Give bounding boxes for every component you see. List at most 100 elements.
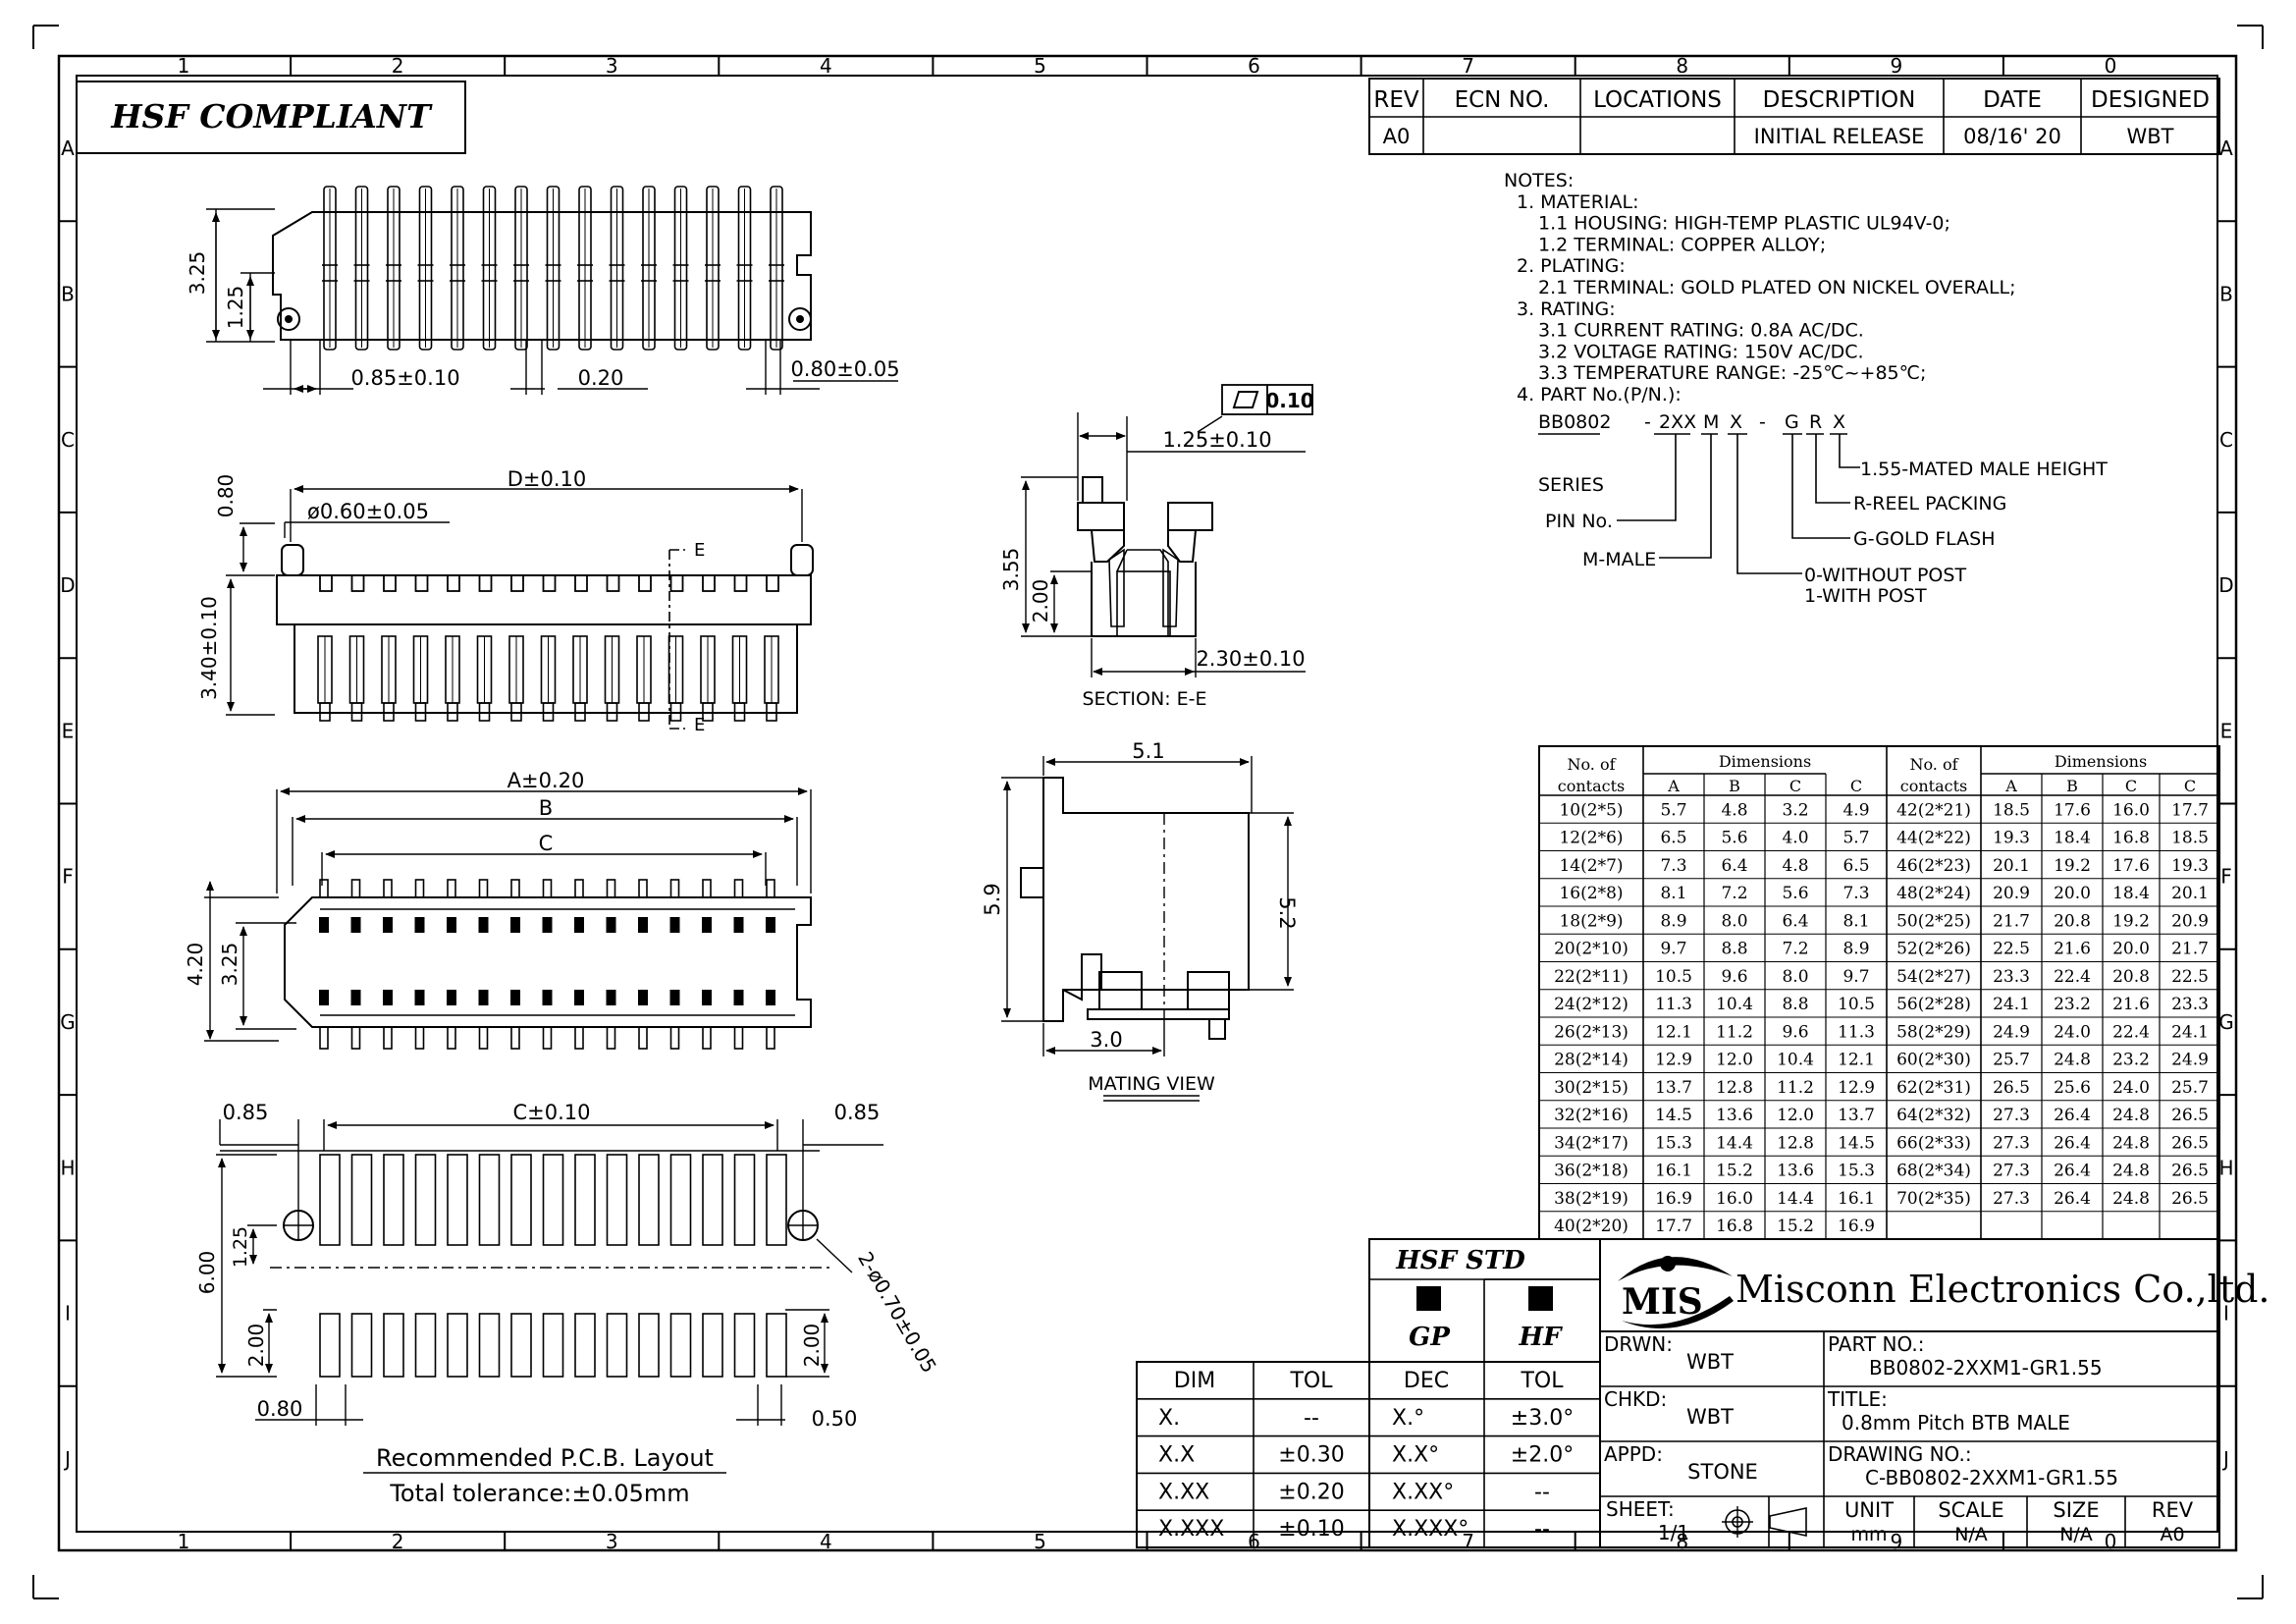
dt-right-r3-c2: 20.0 bbox=[2054, 884, 2091, 903]
dt-right-r0-c1: 18.5 bbox=[1993, 800, 2030, 820]
dt-right-r10-c3: 24.0 bbox=[2112, 1078, 2150, 1098]
dim-pcb-200-right: 2.00 bbox=[800, 1324, 824, 1368]
dt-left-r3-c1: 8.1 bbox=[1660, 884, 1686, 903]
size-label: SIZE bbox=[2053, 1498, 2099, 1522]
note-line-0: NOTES: bbox=[1504, 170, 1574, 191]
pn-with-post: 1-WITH POST bbox=[1804, 585, 1927, 607]
dt-left-r14-c3: 14.4 bbox=[1777, 1189, 1814, 1209]
dt-left-r2-c4: 6.5 bbox=[1842, 856, 1869, 876]
dim-top-080: 0.80±0.05 bbox=[790, 357, 899, 381]
tol-angle-1: ±2.0° bbox=[1511, 1443, 1574, 1468]
dim-bot-325: 3.25 bbox=[218, 943, 241, 987]
dt-left-r11-c3: 12.0 bbox=[1777, 1106, 1814, 1125]
dt-left-r9-c4: 12.1 bbox=[1838, 1051, 1875, 1070]
dt-right-r5-c4: 21.7 bbox=[2171, 940, 2209, 959]
dt-head-contacts-1b: contacts bbox=[1900, 777, 1967, 795]
dim-front-d: D±0.10 bbox=[507, 467, 587, 491]
company-name: Misconn Electronics Co.,ltd. bbox=[1735, 1268, 2270, 1311]
dt-right-r0-c2: 17.6 bbox=[2054, 800, 2091, 820]
dt-left-r6-c0: 22(2*11) bbox=[1554, 967, 1629, 987]
section-mark-bottom: E bbox=[694, 715, 705, 735]
zone-row-right-2: C bbox=[2219, 428, 2233, 452]
dt-right-r7-c4: 23.3 bbox=[2171, 995, 2209, 1014]
drawing-frame bbox=[32, 25, 2264, 1599]
projection-symbol-icon bbox=[1722, 1506, 1807, 1538]
dt-head-dimensions-right: Dimensions bbox=[2055, 752, 2147, 771]
dim-bot-c: C bbox=[539, 832, 554, 855]
drawing-no-label: DRAWING NO.: bbox=[1828, 1442, 1972, 1466]
dt-right-r1-c3: 16.8 bbox=[2112, 829, 2150, 848]
pn-reel-packing: R-REEL PACKING bbox=[1853, 493, 2006, 514]
zone-row-right-8: I bbox=[2223, 1302, 2229, 1326]
section-mark-top: E bbox=[694, 540, 705, 561]
hsf-hf: HF bbox=[1518, 1323, 1563, 1352]
dt-left-r11-c1: 14.5 bbox=[1655, 1106, 1692, 1125]
dt-right-r9-c1: 25.7 bbox=[1993, 1051, 2030, 1070]
note-line-6: 3. RATING: bbox=[1517, 298, 1616, 320]
zone-row-left-0: A bbox=[61, 136, 75, 160]
dt-left-r12-c1: 15.3 bbox=[1655, 1133, 1692, 1153]
tol-dim-3: X.XXX bbox=[1158, 1517, 1224, 1542]
hsf-std-title: HSF STD bbox=[1395, 1246, 1525, 1275]
dt-right-r3-c0: 48(2*24) bbox=[1896, 884, 1971, 903]
rev-header-3: DESCRIPTION bbox=[1763, 87, 1916, 113]
zone-row-right-3: D bbox=[2218, 573, 2233, 597]
dt-sub-left-B: B bbox=[1729, 777, 1740, 795]
dim-pcb-200-left: 2.00 bbox=[244, 1324, 268, 1368]
dt-right-r13-c0: 68(2*34) bbox=[1896, 1162, 1971, 1181]
note-line-10: 4. PART No.(P/N.): bbox=[1517, 384, 1682, 406]
pn-segment-5: - bbox=[1759, 411, 1766, 433]
tol-val-2: ±0.20 bbox=[1278, 1480, 1344, 1504]
dim-sec-355: 3.55 bbox=[999, 548, 1023, 592]
zone-row-left-2: C bbox=[61, 428, 75, 452]
dim-mv-52: 5.2 bbox=[1275, 896, 1299, 929]
dim-pcb-125: 1.25 bbox=[230, 1226, 251, 1268]
tol-dec-3: X.XXX° bbox=[1392, 1517, 1468, 1542]
mating-view: 5.1 5.9 5.2 3.0 MATING VIEW bbox=[981, 739, 1299, 1102]
dt-right-r11-c0: 64(2*32) bbox=[1896, 1106, 1971, 1125]
tol-angle-3: -- bbox=[1534, 1517, 1550, 1542]
tol-head-dim: DIM bbox=[1174, 1369, 1215, 1393]
dt-left-r1-c1: 6.5 bbox=[1660, 829, 1686, 848]
note-line-9: 3.3 TEMPERATURE RANGE: -25℃~+85℃; bbox=[1538, 362, 1926, 384]
zone-row-right-1: B bbox=[2219, 282, 2233, 305]
zone-row-left-1: B bbox=[61, 282, 75, 305]
drawing-no-value: C-BB0802-2XXM1-GR1.55 bbox=[1865, 1466, 2118, 1489]
dt-left-r13-c3: 13.6 bbox=[1777, 1162, 1814, 1181]
dt-right-r7-c2: 23.2 bbox=[2054, 995, 2091, 1014]
dt-left-r12-c2: 14.4 bbox=[1716, 1133, 1753, 1153]
dt-right-r2-c3: 17.6 bbox=[2112, 856, 2150, 876]
dt-right-r8-c4: 24.1 bbox=[2171, 1022, 2209, 1042]
dt-right-r11-c2: 26.4 bbox=[2054, 1106, 2091, 1125]
dt-right-r11-c4: 26.5 bbox=[2171, 1106, 2209, 1125]
dt-head-contacts-0b: contacts bbox=[1558, 777, 1625, 795]
zone-col-top-3: 4 bbox=[820, 54, 832, 78]
dim-sec-125: 1.25±0.10 bbox=[1162, 428, 1271, 452]
dt-head-contacts-1a: No. of bbox=[1909, 755, 1958, 774]
dt-left-r7-c3: 8.8 bbox=[1782, 995, 1808, 1014]
dt-left-r3-c4: 7.3 bbox=[1842, 884, 1869, 903]
pn-segment-7: R bbox=[1809, 411, 1822, 433]
dt-left-r15-c4: 16.9 bbox=[1838, 1217, 1875, 1236]
dt-sub-right-C2: C bbox=[2184, 777, 2196, 795]
dt-left-r0-c0: 10(2*5) bbox=[1559, 800, 1623, 820]
dt-right-r7-c0: 56(2*28) bbox=[1896, 995, 1971, 1014]
pn-segment-1: - bbox=[1644, 411, 1651, 433]
dt-right-r4-c3: 19.2 bbox=[2112, 911, 2150, 931]
dt-right-r14-c4: 26.5 bbox=[2171, 1189, 2209, 1209]
dt-sub-right-B: B bbox=[2066, 777, 2078, 795]
dt-right-r2-c2: 19.2 bbox=[2054, 856, 2091, 876]
zone-col-bottom-0: 1 bbox=[178, 1530, 190, 1553]
tol-dec-2: X.XX° bbox=[1392, 1480, 1454, 1504]
dt-left-r5-c2: 8.8 bbox=[1721, 940, 1747, 959]
dt-left-r3-c0: 16(2*8) bbox=[1559, 884, 1623, 903]
dt-left-r6-c4: 9.7 bbox=[1842, 967, 1869, 987]
dim-pcb-050: 0.50 bbox=[812, 1407, 858, 1431]
zone-col-top-5: 6 bbox=[1248, 54, 1260, 78]
drwn-value: WBT bbox=[1686, 1350, 1734, 1374]
dt-left-r3-c2: 7.2 bbox=[1721, 884, 1747, 903]
dt-sub-left-C: C bbox=[1789, 777, 1801, 795]
